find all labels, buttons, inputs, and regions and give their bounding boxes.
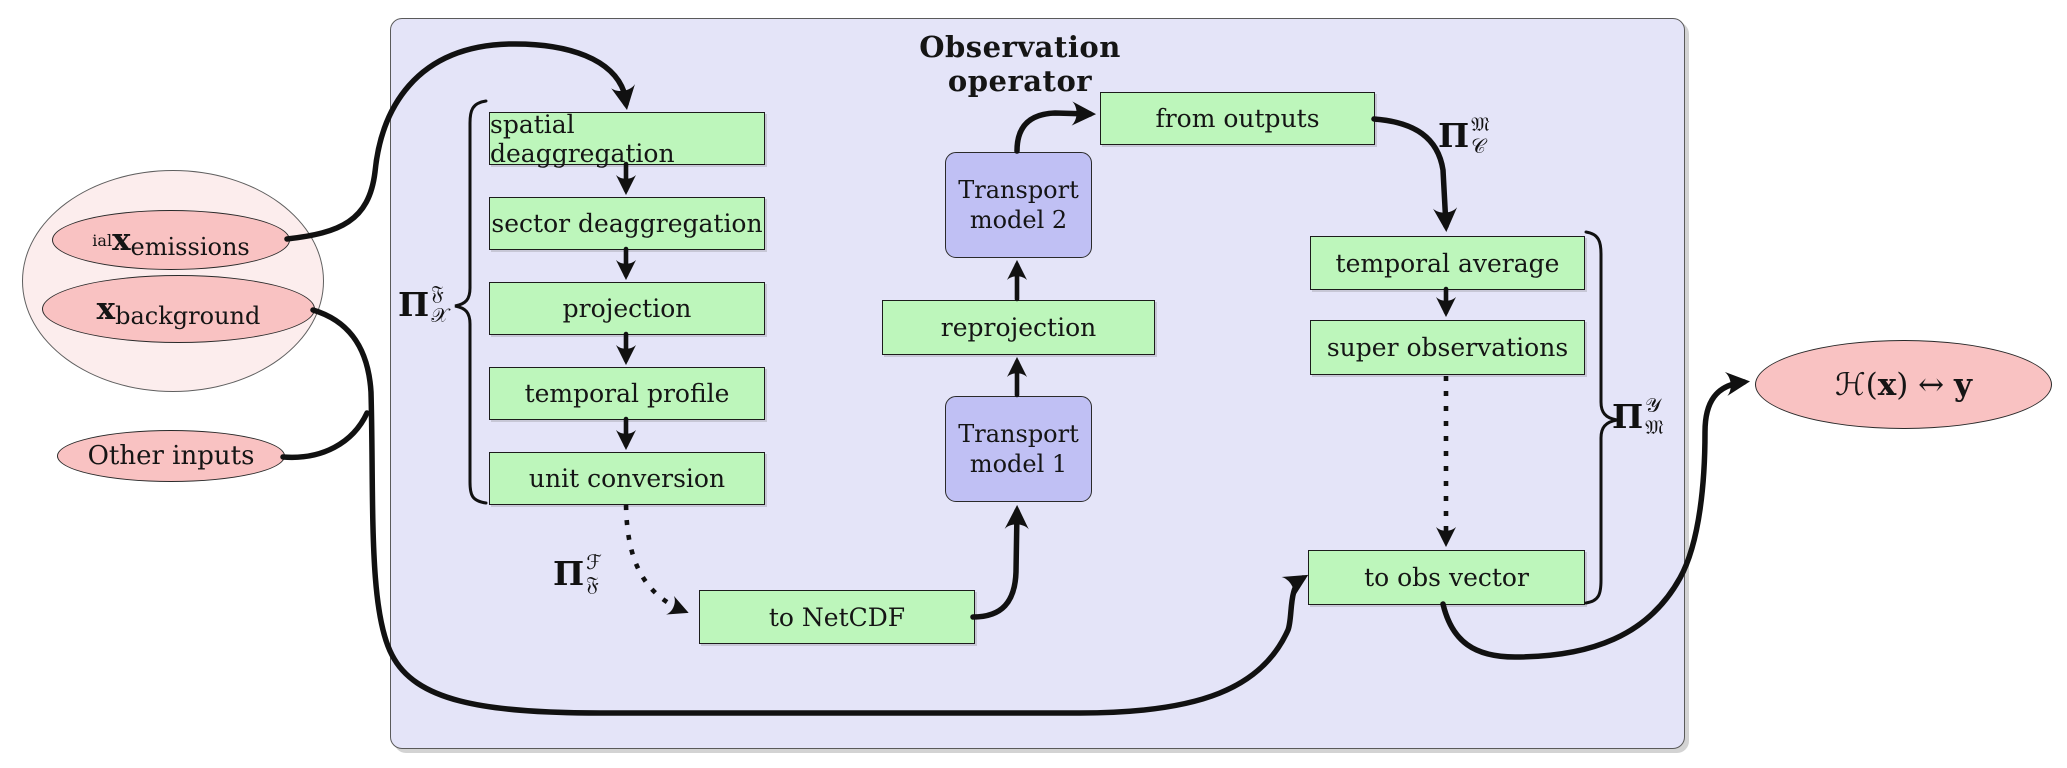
output-ellipse: ℋ(x) ↔ y [1755,340,2052,429]
background-x: x [96,291,116,327]
to-obs-vector-box: to obs vector [1308,550,1585,605]
to-netcdf-box: to NetCDF [699,590,975,644]
output-label: ℋ(x) ↔ y [1834,366,1972,403]
pi-superscript: ℱ [586,550,602,574]
step-projection: projection [489,282,765,335]
transport-2-line1: Transport [958,176,1079,204]
to-obs-vector-label: to obs vector [1364,563,1529,592]
transport-1-line1: Transport [958,420,1079,448]
panel-title: Observation operator [919,30,1121,98]
pi-superscript: 𝒴 [1645,393,1661,417]
other-inputs-ellipse: Other inputs [57,430,285,482]
pi-symbol: Π [1612,397,1644,437]
edge-other-inputs-join [280,410,370,461]
super-observations-label: super observations [1326,333,1569,362]
pi-subscript: 𝔐 [1645,414,1664,439]
step-label: temporal profile [524,379,730,408]
background-subscript: background [115,302,261,330]
transport-1-line2: model 1 [969,450,1068,478]
emissions-subscript: emissions [130,233,250,261]
pi-subscript: 𝔉 [586,571,599,596]
reprojection-box: reprojection [882,300,1155,355]
step-temporal-profile: temporal profile [489,367,765,420]
pi-superscript: 𝔐 [1471,112,1490,136]
to-netcdf-label: to NetCDF [768,602,906,632]
temporal-average-label: temporal average [1335,248,1560,278]
temporal-average-box: temporal average [1310,236,1585,290]
pi-subscript: 𝒞 [1471,133,1486,158]
pi-superscript: 𝔉 [431,281,444,305]
transport-2-line2: model 2 [969,206,1068,234]
from-outputs-box: from outputs [1100,92,1375,145]
step-label: sector deaggregation [491,209,763,238]
from-outputs-label: from outputs [1155,104,1320,133]
pi-subscript: 𝒳 [431,302,449,327]
pi-symbol: Π [398,285,430,325]
reprojection-label: reprojection [940,313,1097,342]
step-label: unit conversion [528,464,726,493]
step-unit-conversion: unit conversion [489,452,765,505]
transport-model-1-box: Transport model 1 [945,396,1092,502]
pi-symbol: Π [553,554,585,594]
step-sector-deaggregation: sector deaggregation [489,197,765,250]
emissions-x: x [112,222,131,258]
step-label: spatial deaggregation [490,109,675,168]
pi-symbol: Π [1438,116,1470,156]
super-observations-box: super observations [1310,320,1585,375]
step-label: projection [562,294,692,323]
other-inputs-label: Other inputs [87,441,255,471]
step-spatial-deaggregation: spatial deaggregation [489,109,765,168]
transport-model-2-box: Transport model 2 [945,152,1092,258]
